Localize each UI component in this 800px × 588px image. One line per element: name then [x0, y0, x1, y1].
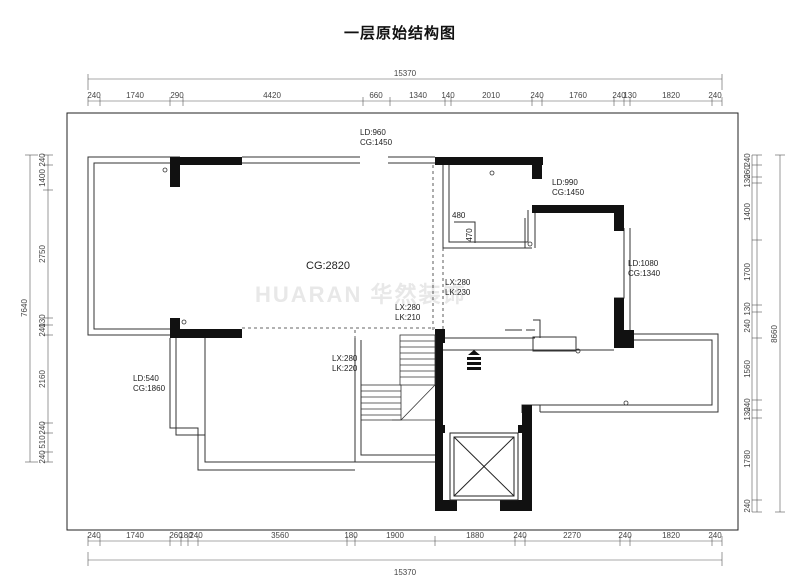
watermark: HUARAN 华然装饰 [255, 282, 466, 307]
dim-top: 240 [87, 91, 101, 100]
dim-top: 4420 [263, 91, 281, 100]
opening-ld540: LD:540 CG:1860 [133, 374, 166, 393]
dim-bottom: 2270 [563, 531, 581, 540]
box-height-label: 470 [465, 228, 474, 242]
opening-ld990: LD:990 CG:1450 [552, 178, 585, 197]
svg-text:CG:1450: CG:1450 [552, 188, 585, 197]
dim-bottom: 240 [87, 531, 101, 540]
stair-arrow-icon [468, 350, 480, 355]
dim-bottom: 260 [169, 531, 183, 540]
dim-bottom: 1880 [466, 531, 484, 540]
dim-top: 660 [369, 91, 383, 100]
box-width-label: 480 [452, 211, 466, 220]
dim-left: 2160 [38, 370, 47, 388]
opening-lines [242, 165, 444, 340]
dim-right: 260 [743, 165, 752, 179]
bottom-dimensions [87, 536, 723, 566]
dim-top: 140 [441, 91, 455, 100]
right-dimensions [751, 154, 785, 513]
dim-left: 2750 [38, 245, 47, 263]
dim-left: 240 [38, 421, 47, 435]
svg-text:LK:220: LK:220 [332, 364, 358, 373]
dim-right: 130 [743, 174, 752, 188]
opening-ld1080: LD:1080 CG:1340 [628, 259, 661, 278]
svg-text:LD:960: LD:960 [360, 128, 386, 137]
dim-right: 1780 [743, 450, 752, 468]
dim-right: 130 [743, 407, 752, 421]
dim-bottom: 1900 [386, 531, 404, 540]
dim-left: 130 [38, 314, 47, 328]
dim-top-total: 15370 [394, 69, 417, 78]
living-room-label: CG:2820 [306, 260, 350, 272]
dim-bottom: 180 [179, 531, 193, 540]
svg-text:LK:230: LK:230 [445, 288, 471, 297]
dim-left-total: 7640 [20, 299, 29, 317]
opening-lx280-c: LX:280 LK:220 [332, 354, 358, 373]
dim-right: 240 [743, 153, 752, 167]
dim-top: 240 [530, 91, 544, 100]
dim-right: 130 [743, 302, 752, 316]
dim-right: 1400 [743, 203, 752, 221]
left-dimensions [25, 154, 53, 463]
dim-right: 240 [743, 398, 752, 412]
structural-columns [170, 157, 634, 511]
svg-text:CG:1860: CG:1860 [133, 384, 166, 393]
dim-right: 1560 [743, 360, 752, 378]
drawing-frame [66, 112, 739, 531]
svg-text:LD:990: LD:990 [552, 178, 578, 187]
svg-text:CG:1450: CG:1450 [360, 138, 393, 147]
page-title: 一层原始结构图 [343, 25, 456, 42]
dim-left: 240 [38, 450, 47, 464]
dim-bottom: 1820 [662, 531, 680, 540]
dim-top: 1740 [126, 91, 144, 100]
dim-bottom: 3560 [271, 531, 289, 540]
dim-right: 240 [743, 319, 752, 333]
dim-top: 1760 [569, 91, 587, 100]
markers [162, 167, 629, 406]
dim-right: 1700 [743, 263, 752, 281]
dim-top: 240 [708, 91, 722, 100]
dim-left: 510 [38, 435, 47, 449]
wall-outlines [87, 156, 719, 471]
svg-text:CG:1340: CG:1340 [628, 269, 661, 278]
dim-top: 1340 [409, 91, 427, 100]
dim-right-total: 8660 [770, 325, 779, 343]
dim-left: 1400 [38, 169, 47, 187]
stair-arrow-icon [467, 362, 481, 365]
dim-bottom: 240 [513, 531, 527, 540]
stair-arrow-icon [467, 357, 481, 360]
svg-text:LD:540: LD:540 [133, 374, 159, 383]
staircase [360, 334, 436, 421]
svg-text:LX:280: LX:280 [395, 303, 421, 312]
dim-bottom: 180 [344, 531, 358, 540]
opening-lx280-b: LX:280 LK:210 [395, 303, 421, 322]
dim-top: 240 [612, 91, 626, 100]
opening-ld960: LD:960 CG:1450 [360, 128, 393, 147]
dim-bottom: 240 [618, 531, 632, 540]
dim-bottom: 240 [189, 531, 203, 540]
top-dimensions [87, 74, 723, 106]
dim-top: 290 [170, 91, 184, 100]
dim-left: 240 [38, 153, 47, 167]
dim-bottom-total: 15370 [394, 568, 417, 577]
dim-top: 2010 [482, 91, 500, 100]
svg-text:LX:280: LX:280 [445, 278, 471, 287]
svg-text:LX:280: LX:280 [332, 354, 358, 363]
dim-bottom: 1740 [126, 531, 144, 540]
dim-bottom: 240 [708, 531, 722, 540]
dim-right: 240 [743, 499, 752, 513]
dim-left: 240 [38, 323, 47, 337]
dim-top: 1820 [662, 91, 680, 100]
stair-arrow-icon [467, 367, 481, 370]
svg-text:LK:210: LK:210 [395, 313, 421, 322]
dim-top: 130 [623, 91, 637, 100]
opening-lx280-a: LX:280 LK:230 [445, 278, 471, 297]
elevator-shaft [449, 432, 519, 501]
svg-text:LD:1080: LD:1080 [628, 259, 659, 268]
